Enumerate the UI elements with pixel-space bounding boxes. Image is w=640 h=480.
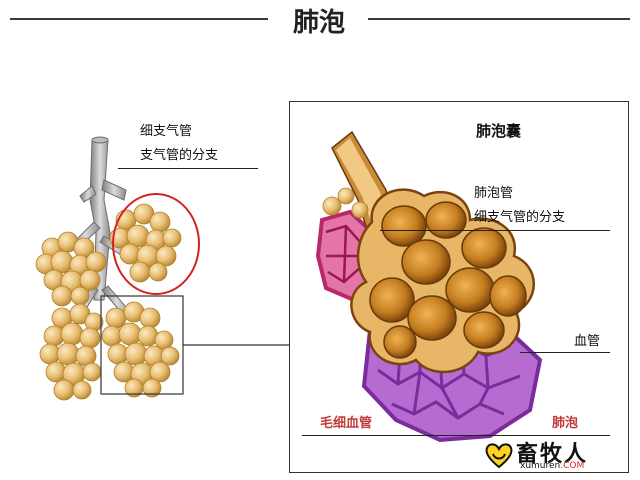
leader-line-bottom [302, 435, 610, 436]
title-rule-left [10, 18, 268, 20]
watermark: 畜牧人 xumuren.COM [480, 436, 635, 476]
label-blood-vessel: 血管 [574, 334, 601, 349]
watermark-cn: 畜牧人 [516, 442, 589, 467]
leader-line-duct [380, 230, 610, 231]
alveolar-cluster-lower-right [101, 301, 180, 398]
alveolar-cluster-upper-right [109, 203, 182, 283]
alveolar-cluster-upper-left [35, 231, 107, 307]
label-bronchiole-branch: 支气管的分支 [140, 148, 219, 163]
watermark-en: xumuren.COM [520, 461, 584, 471]
alveolar-cluster-lower-left [39, 303, 104, 401]
label-alveolus: 肺泡 [552, 416, 579, 431]
heart-logo-icon [485, 443, 513, 469]
watermark-com: .COM [560, 461, 585, 471]
label-capillary: 毛细血管 [320, 416, 373, 431]
label-alveolar-duct: 肺泡管 [474, 186, 514, 201]
page-title: 肺泡 [292, 8, 345, 38]
watermark-en-text: xumuren [520, 461, 561, 471]
leader-line-bronchiole [118, 168, 258, 169]
title-rule-right [368, 18, 630, 20]
highlight-circle [112, 193, 200, 295]
alveolar-sac-detail [315, 130, 543, 443]
label-alveolar-sac: 肺泡囊 [476, 122, 522, 140]
leader-line-vessel [520, 352, 610, 353]
alveolar-sac-detail-frame [289, 101, 629, 473]
label-bronchiole: 细支气管 [140, 124, 193, 139]
label-bronchiole-branch-right: 细支气管的分支 [474, 210, 566, 225]
